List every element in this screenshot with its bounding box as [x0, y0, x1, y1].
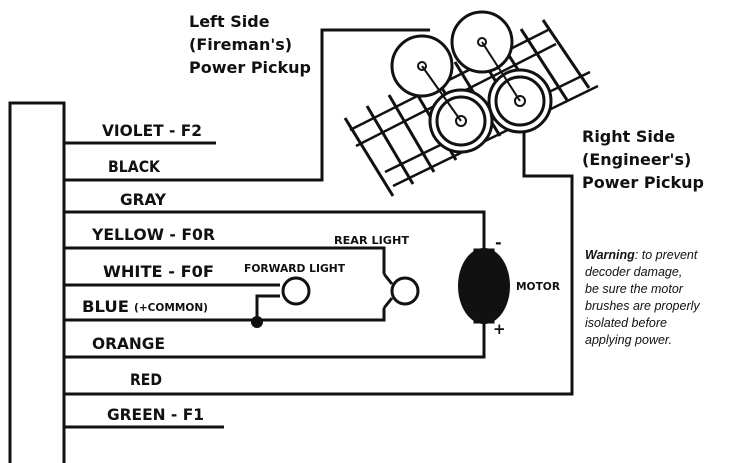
green-label: GREEN - F1	[107, 405, 204, 424]
blue-suffix-label: (+COMMON)	[134, 301, 208, 314]
warning-line-4: brushes are properly	[585, 299, 700, 313]
left-pickup-line-3: Power Pickup	[189, 58, 311, 77]
left-pickup-line-1: Left Side	[189, 12, 270, 31]
black-wire	[64, 28, 430, 182]
motor-plus-label: +	[493, 320, 506, 338]
wheels-icon	[390, 10, 553, 154]
warning-line-1: Warning: to prevent	[585, 248, 698, 262]
orange-wire	[64, 322, 486, 359]
junction-dot	[251, 316, 263, 328]
blue-label: BLUE	[82, 297, 129, 316]
warning-line-6: applying power.	[585, 333, 672, 347]
rear-light-label: REAR LIGHT	[334, 234, 410, 247]
right-pickup-line-3: Power Pickup	[582, 173, 704, 192]
common-wire	[255, 294, 280, 320]
left-pickup-line-2: (Fireman's)	[189, 35, 292, 54]
motor-body	[458, 248, 510, 324]
yellow-label: YELLOW - F0R	[91, 225, 215, 244]
red-label: RED	[130, 370, 162, 389]
motor-label: MOTOR	[516, 280, 561, 293]
warning-line-2: decoder damage,	[585, 265, 682, 279]
red-wire	[64, 130, 574, 396]
forward-light-label: FORWARD LIGHT	[244, 262, 345, 275]
warning-line-5: isolated before	[585, 316, 667, 330]
orange-label: ORANGE	[92, 334, 165, 353]
white-label: WHITE - F0F	[103, 262, 214, 281]
decoder-body	[8, 101, 66, 463]
black-label: BLACK	[108, 157, 161, 176]
yellow-wire	[64, 246, 386, 274]
yellow-wire-return	[64, 308, 386, 322]
gray-motor-wire	[64, 210, 486, 250]
motor-minus-label: -	[495, 233, 502, 252]
gray-label: GRAY	[120, 190, 166, 209]
warning-line-3: be sure the motor	[585, 282, 684, 296]
rear-light-lamp	[390, 276, 420, 306]
forward-light-lamp	[281, 276, 311, 306]
right-pickup-line-2: (Engineer's)	[582, 150, 691, 169]
violet-label: VIOLET - F2	[102, 121, 202, 140]
right-pickup-line-1: Right Side	[582, 127, 675, 146]
